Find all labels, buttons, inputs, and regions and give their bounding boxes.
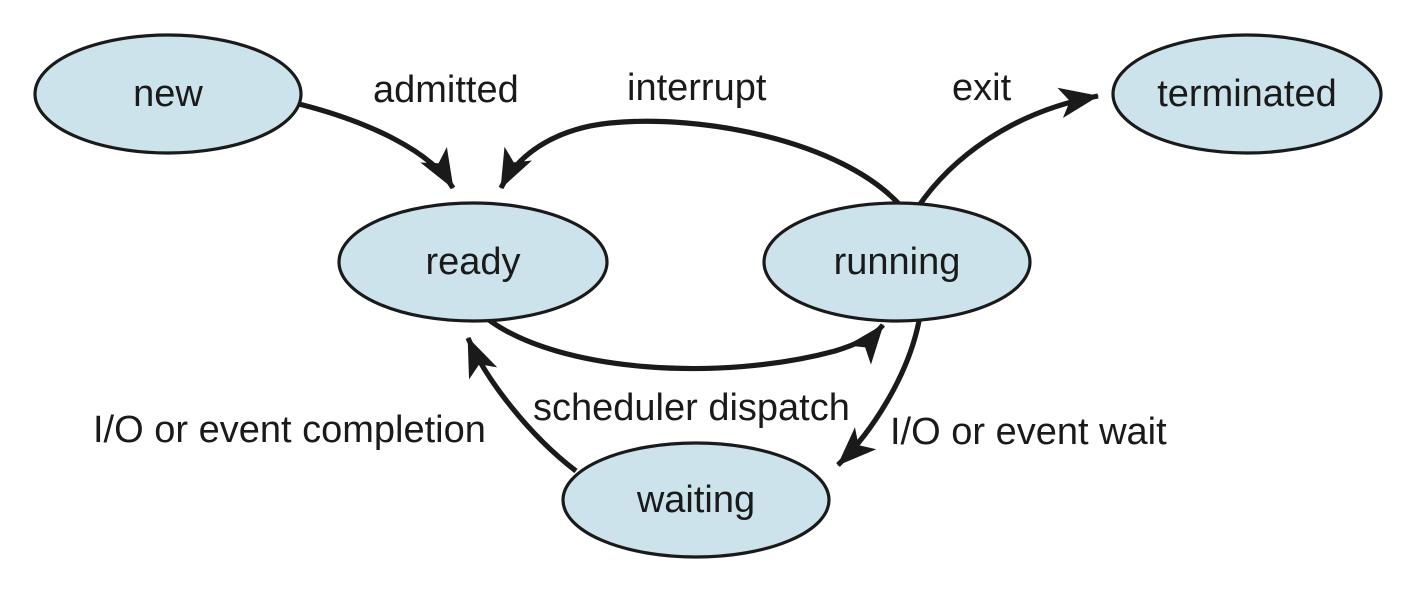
node-running-shape[interactable] [762,201,1032,323]
edge-label-io-or-event-completion: I/O or event completion [93,409,486,451]
edge-ready-to-running-path [487,317,886,372]
node-new-shape[interactable] [33,33,303,155]
node-running-label: running [834,241,961,283]
node-ready-label: ready [425,241,520,283]
edge-waiting-to-ready-path [465,336,578,474]
edge-label-exit: exit [952,67,1012,109]
node-ready[interactable]: ready [337,201,609,323]
edge-running-to-terminated [915,87,1100,209]
edge-new-to-ready [298,101,456,190]
edge-label-interrupt: interrupt [627,67,767,109]
node-waiting[interactable]: waiting [561,441,831,559]
edge-label-admitted: admitted [373,69,519,111]
node-terminated[interactable]: terminated [1111,33,1383,155]
node-waiting-shape[interactable] [561,441,831,559]
edge-label-scheduler-dispatch: scheduler dispatch [533,387,850,429]
node-waiting-label: waiting [636,479,755,521]
edge-running-to-ready [498,118,902,207]
edge-running-to-terminated-path [915,87,1100,209]
edge-ready-to-running [487,317,886,372]
node-running[interactable]: running [762,201,1032,323]
node-ready-shape[interactable] [337,201,609,323]
edge-label-io-or-event-wait: I/O or event wait [890,411,1167,453]
edge-new-to-ready-path [298,101,456,190]
edge-running-to-ready-path [498,118,902,207]
node-new-label: new [133,73,203,115]
edge-running-to-waiting-path [836,320,922,467]
node-terminated-shape[interactable] [1111,33,1383,155]
edge-running-to-waiting [836,320,922,467]
edge-waiting-to-ready [465,336,578,474]
node-new[interactable]: new [33,33,303,155]
node-terminated-label: terminated [1157,73,1337,115]
